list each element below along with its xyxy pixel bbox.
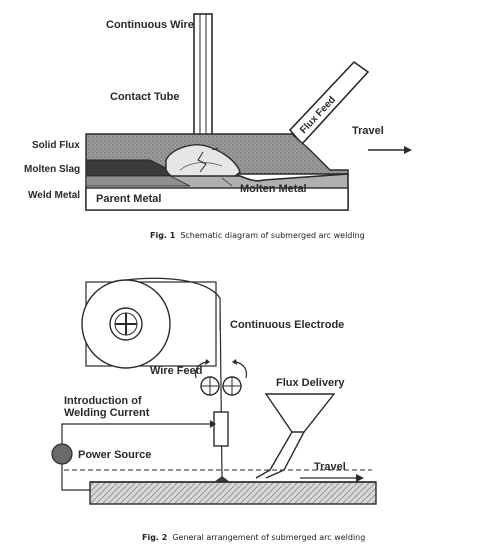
intro-current-label-2: Welding Current <box>64 407 150 419</box>
travel-label-1: Travel <box>352 125 384 137</box>
travel-arrow-1 <box>368 146 412 154</box>
travel-label-2: Travel <box>314 461 346 473</box>
power-source-label: Power Source <box>78 449 151 461</box>
contact-tube-2 <box>213 411 229 447</box>
feed-rollers <box>194 359 248 396</box>
molten-metal-label: Molten Metal <box>240 183 307 195</box>
solid-flux-label: Solid Flux <box>32 140 80 151</box>
continuous-electrode <box>125 277 223 479</box>
continuous-wire-label: Continuous Wire <box>106 19 194 31</box>
weld-metal <box>85 175 191 187</box>
parent-metal-label: Parent Metal <box>96 193 161 205</box>
continuous-electrode-label: Continuous Electrode <box>230 319 344 331</box>
wire-reel <box>81 279 217 369</box>
contact-tube <box>193 13 213 147</box>
molten-slag-label: Molten Slag <box>24 164 80 175</box>
flux-delivery-label: Flux Delivery <box>276 377 345 389</box>
workpiece <box>89 476 377 505</box>
travel-arrow-2 <box>300 474 364 482</box>
current-arrow <box>176 420 216 428</box>
power-source <box>51 423 176 491</box>
figure-1: Continuous Wire Contact Tube Solid Flux … <box>24 13 412 240</box>
weld-metal-label: Weld Metal <box>28 190 80 201</box>
figure-2: Continuous Electrode Wire Feed Flux Deli… <box>51 277 377 542</box>
wire-feed-label: Wire Feed <box>150 365 202 377</box>
intro-current-label-1: Introduction of <box>64 395 142 407</box>
contact-tube-label: Contact Tube <box>110 91 179 103</box>
